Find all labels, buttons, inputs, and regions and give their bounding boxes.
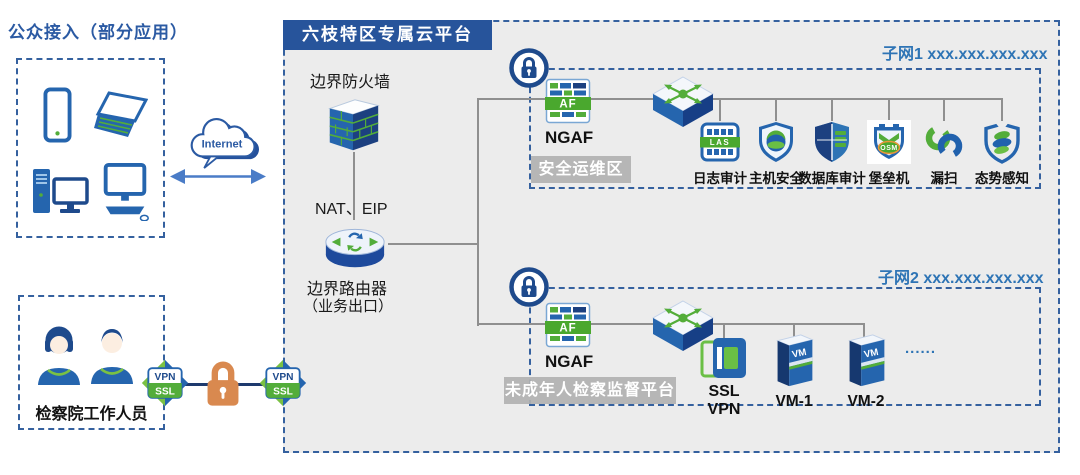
- vpn-label: VPN: [273, 372, 294, 383]
- vpn-ssl-gateway-left-icon: VPN SSL: [141, 359, 189, 407]
- ssl-label: SSL: [273, 387, 293, 398]
- smartphone-icon: [43, 87, 72, 143]
- vm-badge: VM: [863, 347, 879, 361]
- internet-label: Internet: [202, 139, 243, 151]
- device-label: 主机安全: [749, 171, 803, 186]
- subnet2-switch-icon: [651, 300, 715, 351]
- bidirectional-arrow-icon: [170, 169, 266, 184]
- nat-eip-label: NAT、EIP: [315, 201, 388, 218]
- device-label: 数据库审计: [798, 171, 866, 186]
- subnet1-box: [529, 68, 1041, 189]
- drop-line: [775, 99, 777, 121]
- bastion-host-icon: OSM: [867, 120, 911, 164]
- monitor-icon: [103, 163, 149, 221]
- firewall-router-line: [353, 152, 355, 220]
- vm1-node: VM VM-1: [769, 332, 819, 411]
- las-badge: LAS: [710, 138, 731, 147]
- border-firewall-icon: [328, 99, 380, 151]
- subnet1-title: 子网1 xxx.xxx.xxx.xxx: [882, 46, 1048, 63]
- ngaf-firewall-icon: AF: [545, 78, 591, 124]
- border-router-sublabel: （业务出口）: [303, 298, 394, 315]
- ngaf-label: NGAF: [545, 128, 594, 147]
- drop-line: [863, 323, 865, 337]
- staff-label: 检察院工作人员: [35, 406, 148, 423]
- vm-server-icon: VM: [848, 334, 886, 387]
- drop-line: [719, 99, 721, 121]
- subnet2-zone-badge: 未成年人检察监督平台: [504, 377, 676, 404]
- subnet2-box: [529, 287, 1041, 406]
- device-node-db-audit: 数据库审计: [797, 120, 867, 187]
- border-router-icon: [325, 228, 385, 268]
- drop-line: [793, 323, 795, 337]
- drop-line: [723, 323, 725, 341]
- device-label: 漏扫: [930, 171, 958, 186]
- subnet2-ngaf-node: AF NGAF: [545, 302, 594, 372]
- subnet1-lock-icon: [509, 48, 549, 88]
- vm-server-icon: VM: [776, 334, 814, 387]
- device-node-log-audit: LAS 日志审计: [685, 120, 755, 187]
- ssl-vpn-label: SSL VPN: [707, 383, 741, 418]
- subnet1-bus-line: [478, 98, 1003, 100]
- vulnerability-scan-icon: [925, 125, 963, 159]
- log-audit-icon: LAS: [700, 122, 740, 162]
- subnet2-title: 子网2 xxx.xxx.xxx.xxx: [878, 270, 1044, 287]
- desktop-computer-icon: [33, 169, 89, 213]
- laptop-icon: [94, 91, 148, 137]
- platform-title: 六枝特区专属云平台: [283, 20, 492, 50]
- device-node-bastion: OSM 堡垒机: [854, 120, 924, 187]
- ssl-vpn-icon: [700, 338, 746, 378]
- ssl-vpn-node: SSL VPN: [695, 336, 753, 419]
- vm-label: VM-2: [847, 393, 885, 410]
- person-male-icon: [91, 329, 133, 384]
- device-node-host-security: 主机安全: [741, 120, 811, 187]
- more-vms-ellipsis: ......: [905, 340, 937, 357]
- device-node-situation-awareness: 态势感知: [967, 120, 1037, 187]
- trunk-line: [477, 98, 479, 326]
- device-label: 堡垒机: [868, 171, 910, 186]
- vpn-label: VPN: [155, 372, 176, 383]
- encrypted-tunnel-lock-icon: [207, 361, 239, 406]
- vpn-ssl-gateway-right-icon: VPN SSL: [259, 359, 307, 407]
- af-badge: AF: [559, 99, 576, 111]
- osm-badge: OSM: [880, 145, 897, 152]
- ngaf-label: NGAF: [545, 352, 594, 371]
- subnet1-switch-icon: [651, 76, 715, 127]
- public-access-title: 公众接入（部分应用）: [8, 23, 188, 42]
- ssl-label: SSL: [155, 387, 175, 398]
- af-badge: AF: [559, 323, 576, 335]
- subnet1-ngaf-node: AF NGAF: [545, 78, 594, 148]
- drop-line: [1001, 99, 1003, 121]
- device-node-vuln-scan: 漏扫: [909, 120, 979, 187]
- vm2-node: VM VM-2: [841, 332, 891, 411]
- internet-cloud-icon: Internet: [190, 118, 259, 169]
- border-firewall-label: 边界防火墙: [310, 74, 391, 91]
- vm-badge: VM: [791, 347, 807, 361]
- host-security-icon: [759, 122, 793, 162]
- situation-awareness-icon: [984, 121, 1020, 164]
- cloud-platform-panel: 六枝特区专属云平台 边界防火墙 NAT、EIP: [283, 20, 1060, 453]
- device-label: 日志审计: [693, 171, 747, 186]
- public-access-box: [16, 58, 165, 238]
- vm-label: VM-1: [775, 393, 813, 410]
- drop-line: [943, 99, 945, 121]
- border-router-label: 边界路由器: [307, 281, 388, 298]
- subnet1-zone-badge: 安全运维区: [531, 156, 631, 183]
- device-label: 态势感知: [975, 171, 1029, 186]
- drop-line: [888, 99, 890, 121]
- person-female-icon: [38, 326, 80, 385]
- drop-line: [831, 99, 833, 121]
- database-audit-icon: [815, 122, 849, 162]
- subnet2-lock-icon: [509, 267, 549, 307]
- router-trunk-line: [388, 243, 479, 245]
- ngaf-firewall-icon: AF: [545, 302, 591, 348]
